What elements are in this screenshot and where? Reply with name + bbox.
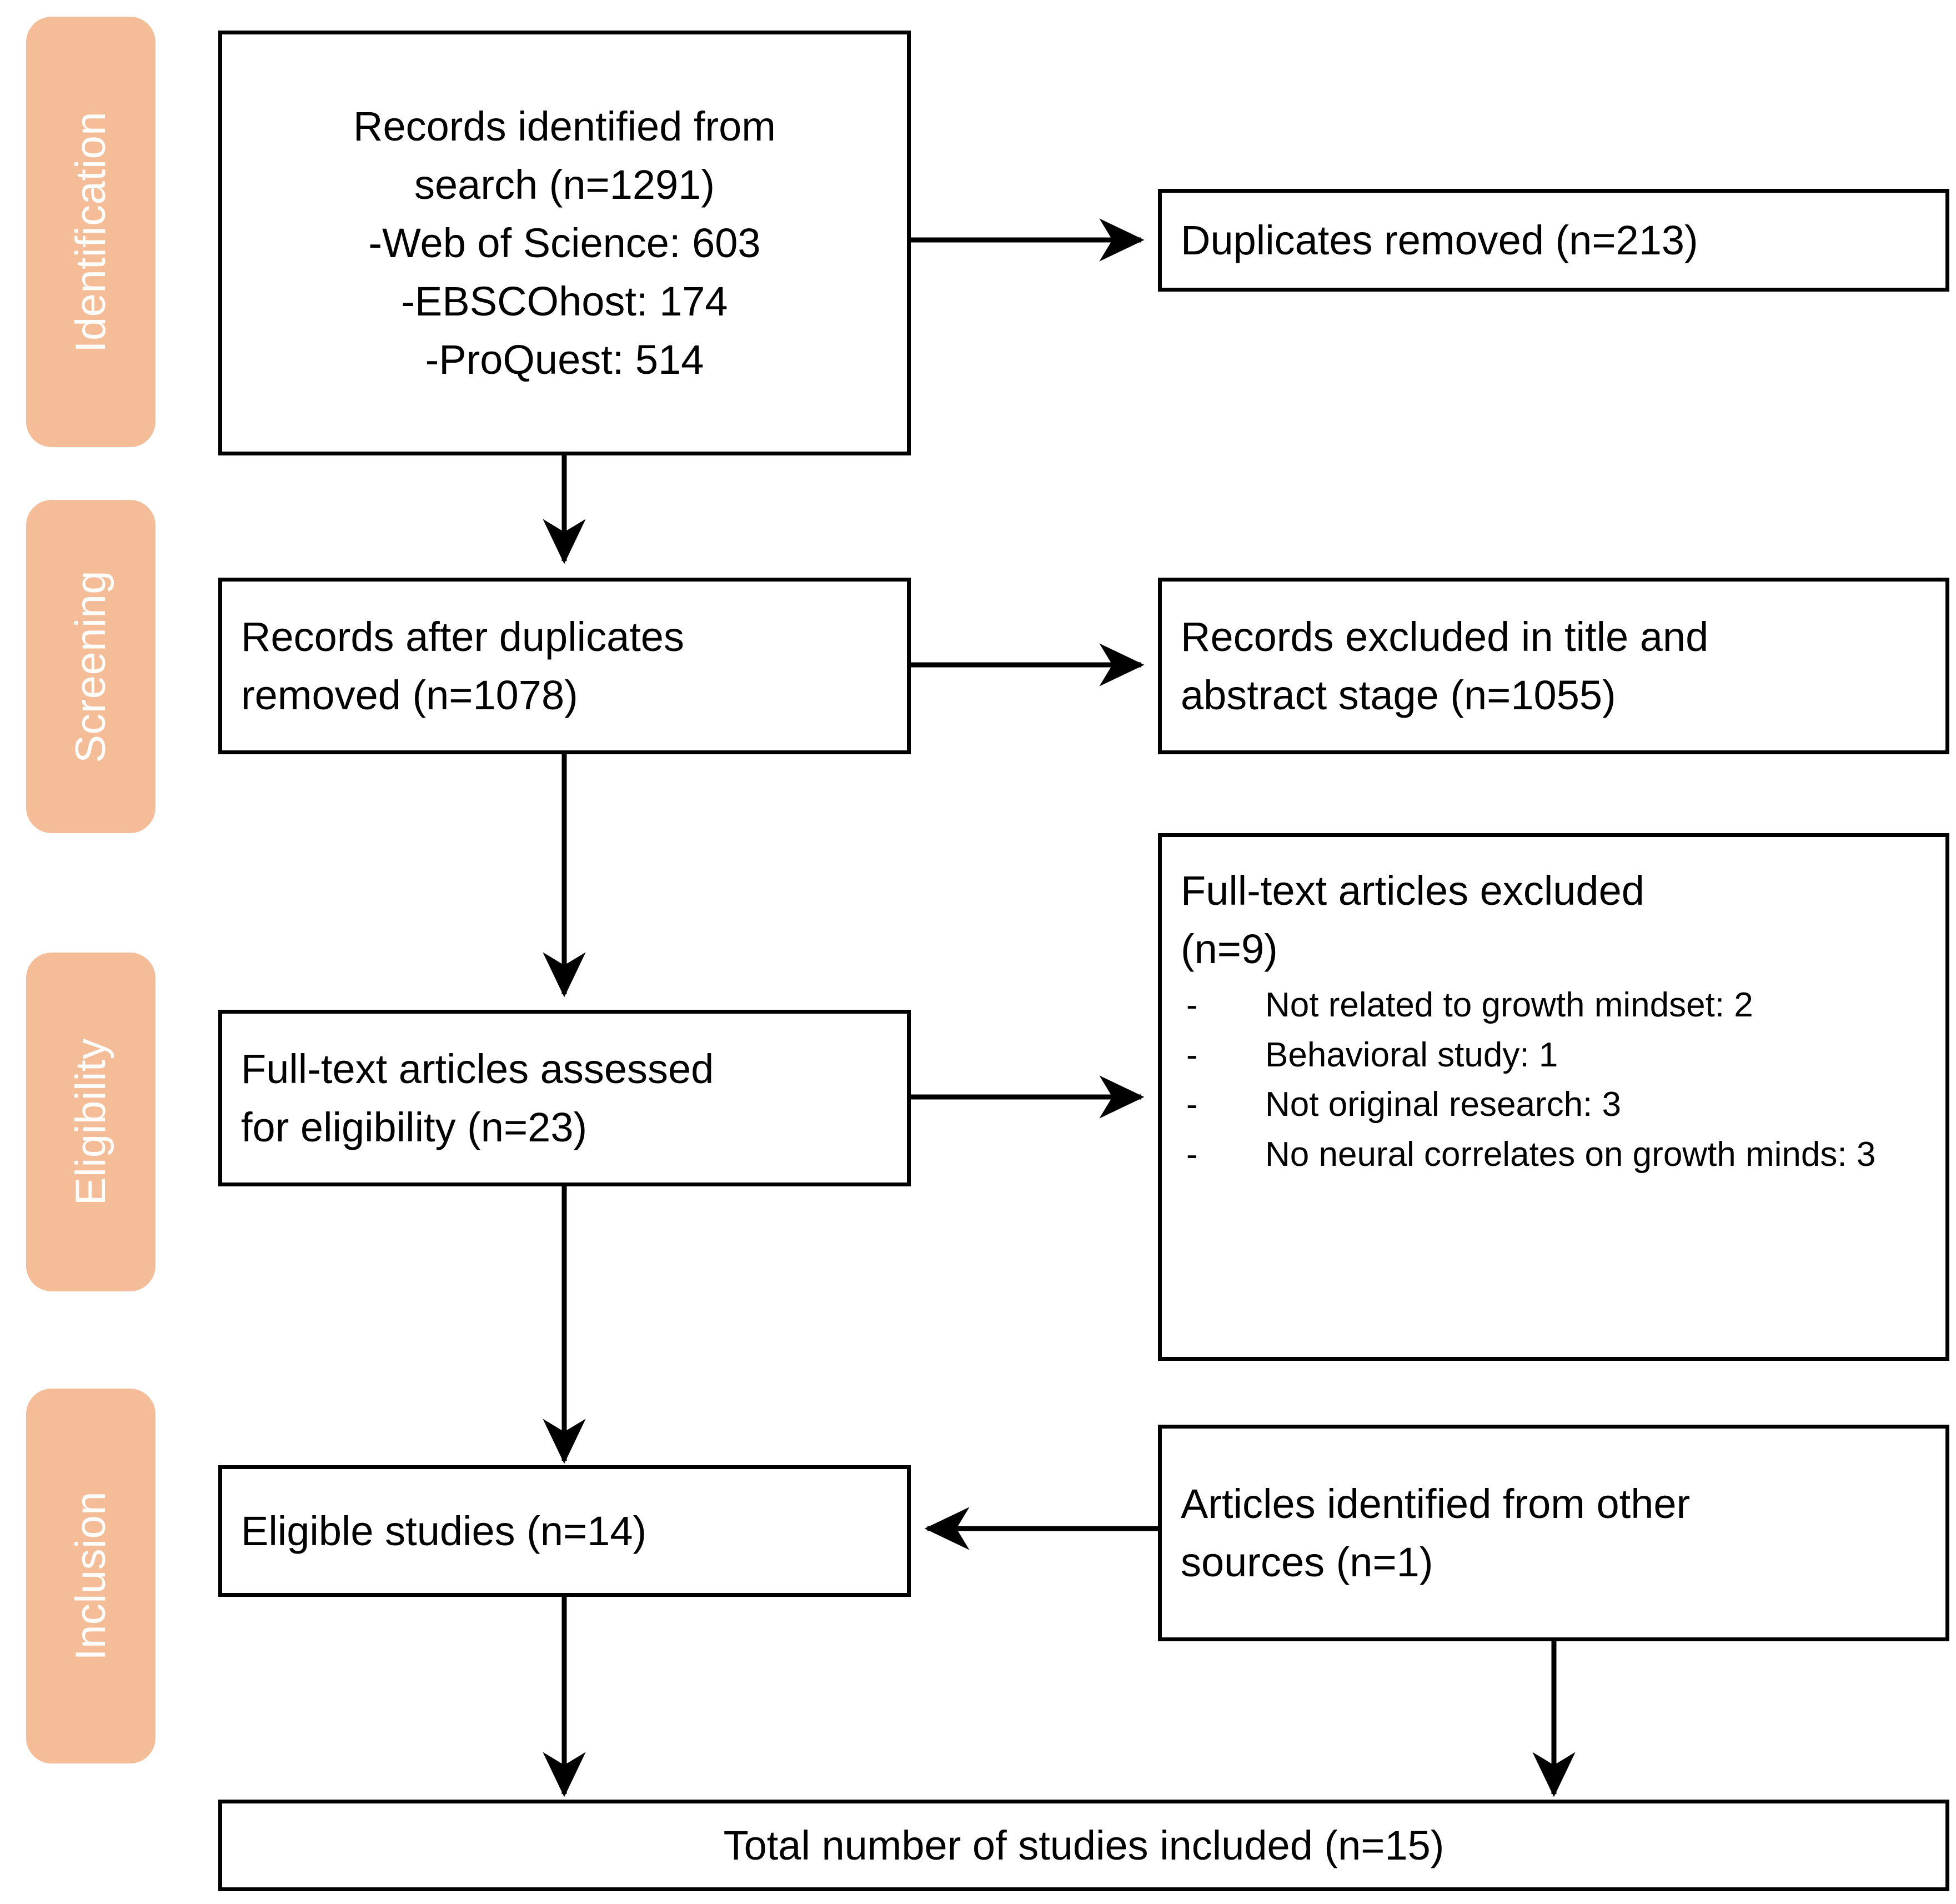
- box-fulltext-excluded: Full-text articles excluded (n=9) - Not …: [1158, 833, 1949, 1361]
- box-total-included: Total number of studies included (n=15): [218, 1800, 1949, 1891]
- box-records-identified: Records identified from search (n=1291) …: [218, 31, 911, 455]
- box-records-excluded-title-abstract-text: Records excluded in title and abstract s…: [1181, 613, 1709, 718]
- stage-tab-identification: Identification: [26, 17, 156, 447]
- stage-tab-eligibility: Eligibility: [26, 953, 156, 1291]
- stage-tab-inclusion: Inclusion: [26, 1389, 156, 1763]
- box-eligible-studies-text: Eligible studies (n=14): [241, 1507, 647, 1554]
- list-item: - Not related to growth mindset: 2: [1181, 981, 1927, 1029]
- box-eligible-studies: Eligible studies (n=14): [218, 1465, 911, 1597]
- box-fulltext-excluded-heading: Full-text articles excluded (n=9): [1181, 868, 1644, 973]
- stage-tab-eligibility-label: Eligibility: [67, 1038, 114, 1206]
- stage-tab-inclusion-label: Inclusion: [67, 1491, 114, 1661]
- list-item: - Behavioral study: 1: [1181, 1031, 1927, 1079]
- exclusion-reason-text: Behavioral study: 1: [1265, 1035, 1558, 1074]
- box-records-excluded-title-abstract: Records excluded in title and abstract s…: [1158, 578, 1949, 754]
- stage-tab-identification-label: Identification: [67, 111, 114, 353]
- exclusion-reason-list: - Not related to growth mindset: 2 - Beh…: [1162, 981, 1945, 1180]
- stage-tab-screening: Screening: [26, 500, 156, 833]
- exclusion-reason-text: Not related to growth mindset: 2: [1265, 986, 1753, 1025]
- box-records-after-duplicates-text: Records after duplicates removed (n=1078…: [241, 613, 684, 718]
- bullet-dash: -: [1186, 1035, 1198, 1074]
- exclusion-reason-text: Not original research: 3: [1265, 1085, 1621, 1124]
- box-articles-other-sources-text: Articles identified from other sources (…: [1181, 1480, 1691, 1585]
- exclusion-reason-text: No neural correlates on growth minds: 3: [1265, 1135, 1876, 1174]
- box-fulltext-assessed: Full-text articles assessed for eligibil…: [218, 1010, 911, 1186]
- list-item: - No neural correlates on growth minds: …: [1181, 1131, 1927, 1179]
- bullet-dash: -: [1186, 986, 1198, 1025]
- box-records-after-duplicates: Records after duplicates removed (n=1078…: [218, 578, 911, 754]
- box-duplicates-removed-text: Duplicates removed (n=213): [1181, 217, 1698, 263]
- box-articles-other-sources: Articles identified from other sources (…: [1158, 1425, 1949, 1641]
- box-total-included-text: Total number of studies included (n=15): [723, 1822, 1445, 1868]
- stage-tab-screening-label: Screening: [67, 570, 114, 763]
- box-records-identified-text: Records identified from search (n=1291) …: [353, 103, 776, 383]
- box-fulltext-assessed-text: Full-text articles assessed for eligibil…: [241, 1045, 714, 1150]
- bullet-dash: -: [1186, 1085, 1198, 1124]
- list-item: - Not original research: 3: [1181, 1081, 1927, 1129]
- bullet-dash: -: [1186, 1135, 1198, 1174]
- box-duplicates-removed: Duplicates removed (n=213): [1158, 189, 1949, 292]
